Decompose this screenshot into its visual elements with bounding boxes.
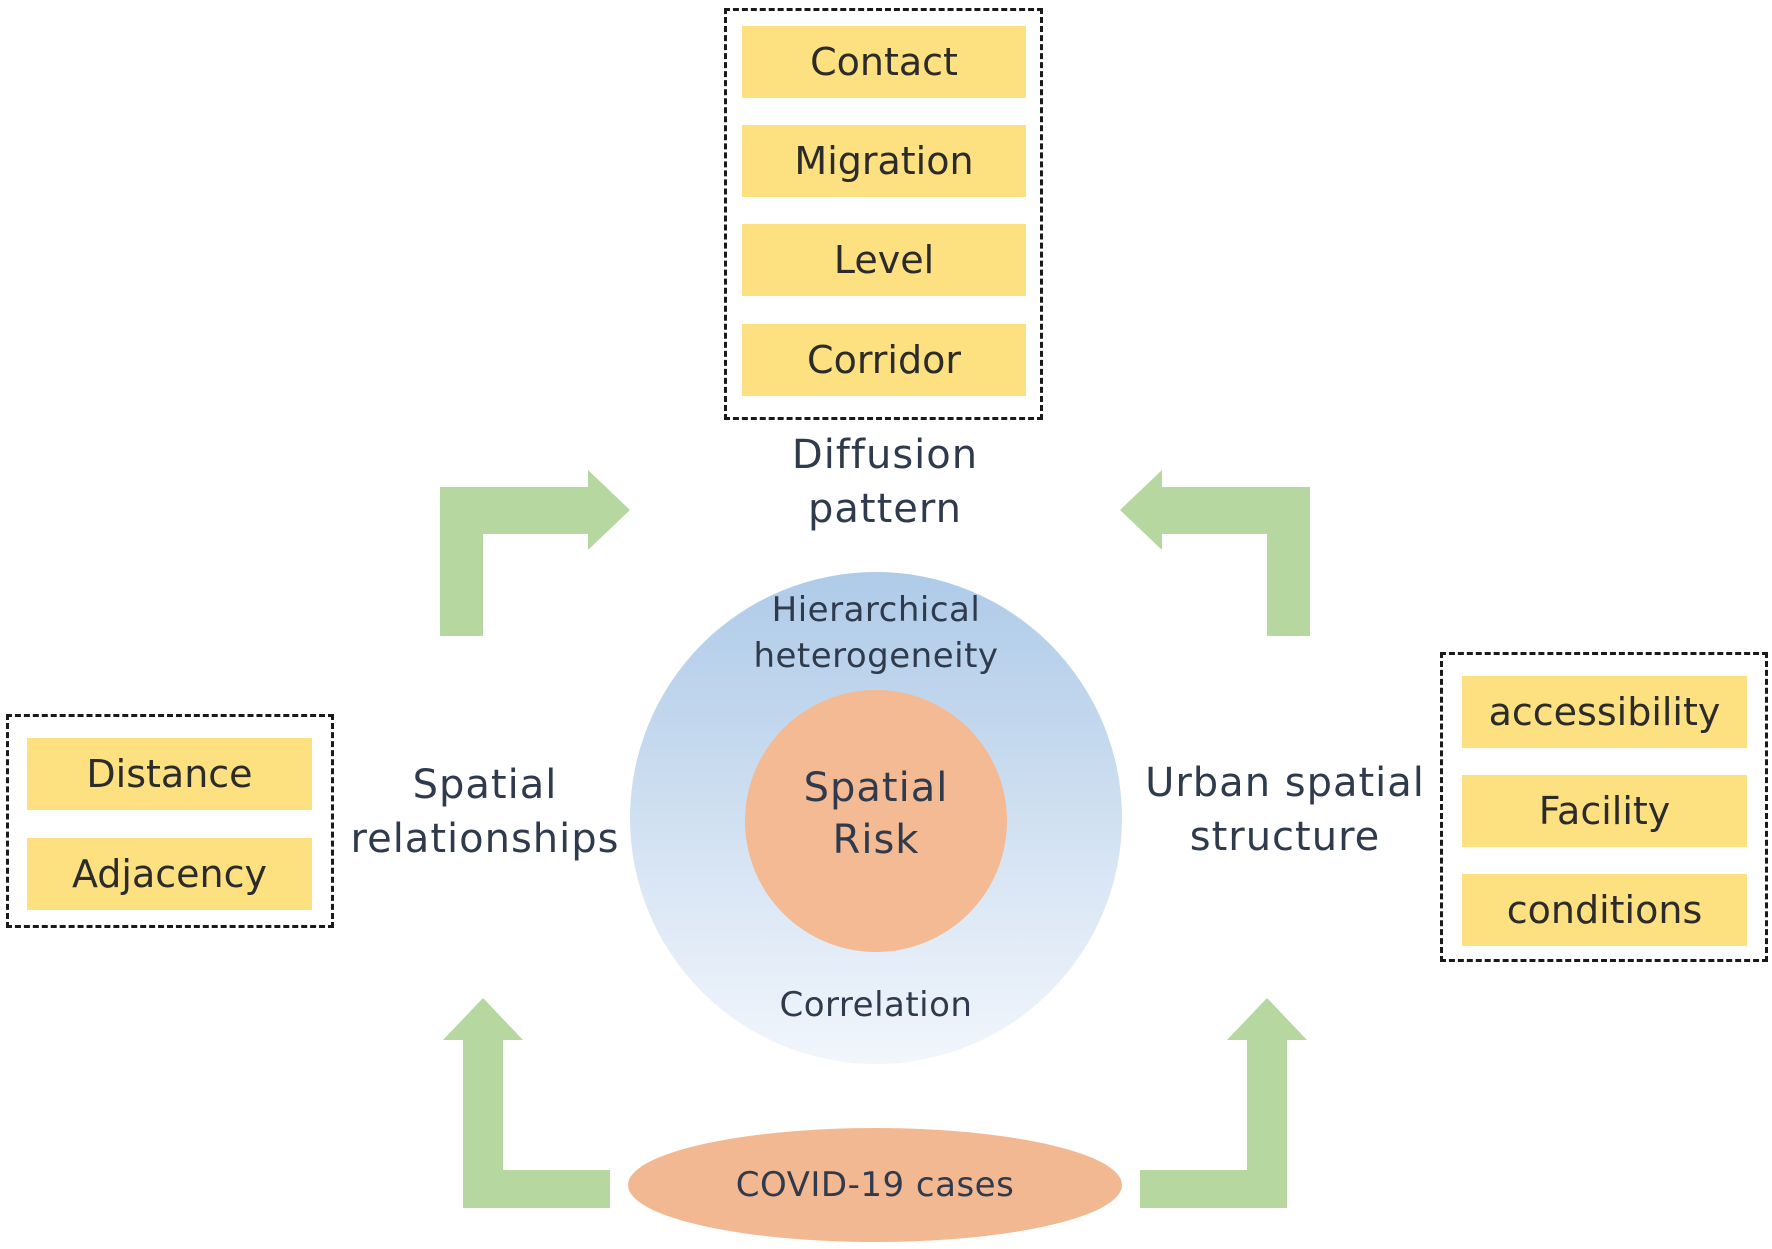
hierarchical-heterogeneity-label: Hierarchical heterogeneity — [700, 588, 1052, 680]
diffusion-line-2: pattern — [808, 486, 962, 532]
urban-factors-group — [1440, 652, 1768, 962]
spatial-rel-line-1: Spatial — [412, 762, 558, 808]
urban-line-2: structure — [1189, 814, 1381, 860]
factor-conditions: conditions — [1462, 874, 1747, 946]
urban-line-1: Urban spatial — [1145, 760, 1425, 806]
factor-distance: Distance — [27, 738, 312, 810]
risk-line-2: Risk — [832, 817, 920, 863]
factor-level: Level — [742, 224, 1026, 296]
spatial-factors-group — [6, 714, 334, 928]
urban-structure-label: Urban spatial structure — [1135, 756, 1435, 864]
factor-adjacency: Adjacency — [27, 838, 312, 910]
arrow-spatial-to-diffusion — [440, 470, 630, 636]
diffusion-factors-group — [724, 8, 1043, 420]
arrow-covid-to-urban — [1140, 998, 1307, 1208]
factor-migration: Migration — [742, 125, 1026, 197]
diffusion-line-1: Diffusion — [791, 432, 979, 478]
spatial-relationships-label: Spatial relationships — [345, 758, 625, 866]
correlation-label: Correlation — [779, 985, 973, 1025]
arrow-covid-to-spatial — [443, 998, 610, 1208]
factor-corridor: Corridor — [742, 324, 1026, 396]
arrow-urban-to-diffusion — [1120, 470, 1310, 636]
hierarchical-line-2: heterogeneity — [753, 635, 999, 676]
spatial-rel-line-2: relationships — [350, 816, 620, 862]
factor-contact: Contact — [742, 26, 1026, 98]
diffusion-pattern-label: Diffusion pattern — [740, 428, 1030, 536]
factor-accessibility: accessibility — [1462, 676, 1747, 748]
spatial-risk-label: Spatial Risk — [745, 762, 1007, 866]
hierarchical-line-1: Hierarchical — [771, 590, 981, 630]
spatial-risk-circle — [745, 690, 1007, 952]
covid-cases-oval: COVID-19 cases — [628, 1128, 1122, 1242]
risk-line-1: Spatial — [803, 765, 949, 811]
covid-cases-label: COVID-19 cases — [735, 1165, 1015, 1205]
factor-facility: Facility — [1462, 775, 1747, 847]
